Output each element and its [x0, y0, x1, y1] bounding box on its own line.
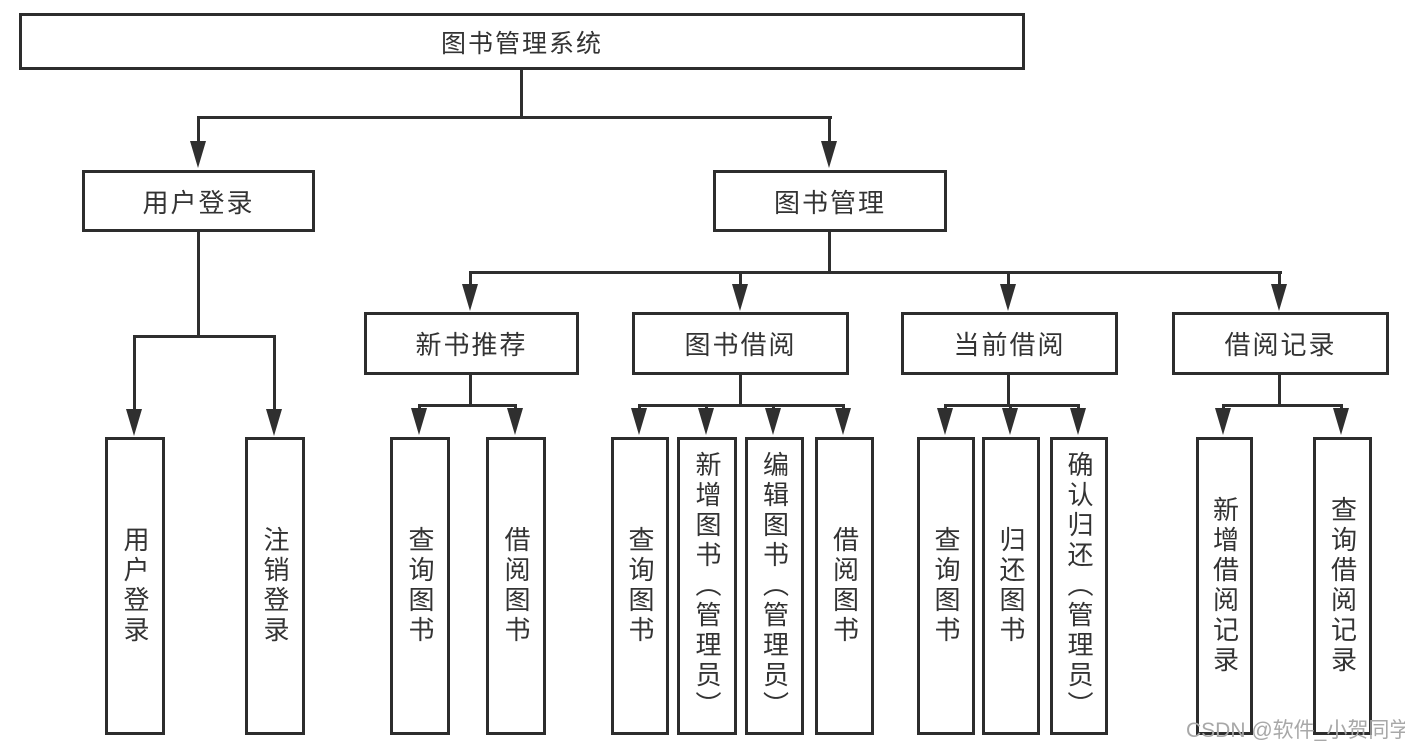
node-leaf-bb-add-books-admin: 新增图书（管理员） [677, 437, 737, 735]
csdn-watermark: CSDN @软件_小贺同学 [1186, 719, 1405, 742]
node-book-borrow: 图书借阅 [632, 312, 849, 375]
arrowhead-borrow-c3 [765, 408, 781, 435]
node-user-login: 用户登录 [82, 170, 315, 232]
arrowhead-records-c2 [1333, 408, 1349, 435]
node-leaf-nb-borrow-books: 借阅图书 [486, 437, 546, 735]
node-current-borrow: 当前借阅 [901, 312, 1118, 375]
arrowhead-borrow-c1 [631, 408, 647, 435]
connector-borrow-branch [638, 404, 845, 407]
arrowhead-current-c2 [1002, 408, 1018, 435]
node-leaf-bb-query-books: 查询图书 [611, 437, 669, 735]
connector-login-stem [197, 232, 200, 338]
node-leaf-cb-query-books: 查询图书 [917, 437, 975, 735]
node-leaf-user-login: 用户登录 [105, 437, 165, 735]
connector-newbook-branch [418, 404, 517, 407]
connector-mgmt-stem [828, 232, 831, 274]
node-book-management-label: 图书管理 [773, 187, 886, 218]
arrowhead-l3c [1000, 284, 1016, 311]
node-borrow-records-label: 借阅记录 [1224, 330, 1337, 360]
node-leaf-cb-return-books: 归还图书 [982, 437, 1040, 735]
connector-level3-branch [469, 271, 1282, 274]
arrowhead-newbook-c2 [507, 408, 523, 435]
connector-root-stem [520, 70, 523, 119]
node-leaf-bb-borrow-books: 借阅图书 [815, 437, 874, 735]
arrowhead-borrow-c2 [698, 408, 714, 435]
arrowhead-current-c3 [1070, 408, 1086, 435]
arrowhead-records-c1 [1215, 408, 1231, 435]
connector-mgmt-drop [828, 116, 831, 144]
node-user-login-label: 用户登录 [142, 187, 255, 218]
connector-l3d-drop [1278, 271, 1281, 287]
connector-login-child2-drop [273, 335, 276, 411]
connector-login-child1-drop [133, 335, 136, 411]
arrowhead-l3d [1271, 284, 1287, 311]
node-system-root: 图书管理系统 [19, 13, 1025, 70]
arrowhead-newbook-c1 [411, 408, 427, 435]
connector-level2-branch [197, 116, 832, 119]
node-new-book-recommend: 新书推荐 [364, 312, 579, 375]
arrowhead-mgmt [821, 141, 837, 168]
node-leaf-br-add-record: 新增借阅记录 [1196, 437, 1253, 735]
connector-login-drop [197, 116, 200, 144]
connector-l3b-drop [739, 271, 742, 287]
arrowhead-login-child2 [266, 409, 282, 436]
node-borrow-records: 借阅记录 [1172, 312, 1389, 375]
arrowhead-l3b [732, 284, 748, 311]
connector-borrow-stem [739, 375, 742, 407]
arrowhead-l3a [462, 284, 478, 311]
node-leaf-cb-confirm-return-admin: 确认归还（管理员） [1050, 437, 1108, 735]
node-leaf-br-query-record: 查询借阅记录 [1313, 437, 1372, 735]
node-book-management: 图书管理 [713, 170, 947, 232]
connector-current-branch [944, 404, 1080, 407]
arrowhead-login-child1 [126, 409, 142, 436]
node-new-book-recommend-label: 新书推荐 [415, 330, 528, 360]
arrowhead-current-c1 [937, 408, 953, 435]
arrowhead-login [190, 141, 206, 168]
connector-newbook-stem [469, 375, 472, 407]
node-leaf-nb-query-books: 查询图书 [390, 437, 450, 735]
connector-l3a-drop [469, 271, 472, 287]
node-leaf-logout: 注销登录 [245, 437, 305, 735]
node-leaf-bb-edit-books-admin: 编辑图书（管理员） [745, 437, 804, 735]
node-book-borrow-label: 图书借阅 [684, 330, 797, 360]
node-current-borrow-label: 当前借阅 [953, 330, 1066, 360]
connector-current-stem [1007, 375, 1010, 407]
connector-records-branch [1222, 404, 1343, 407]
node-system-root-label: 图书管理系统 [440, 29, 603, 58]
arrowhead-borrow-c4 [835, 408, 851, 435]
connector-l3c-drop [1007, 271, 1010, 287]
connector-records-stem [1278, 375, 1281, 407]
connector-login-children-branch [133, 335, 276, 338]
